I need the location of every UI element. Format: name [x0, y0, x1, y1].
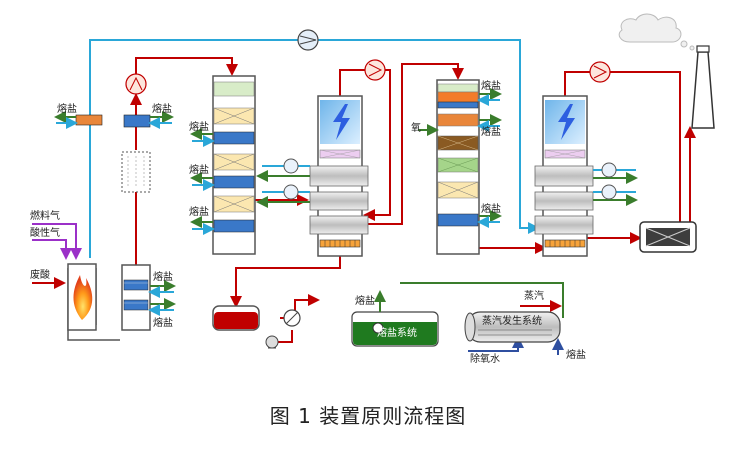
waste-acid-label: 废酸 [30, 268, 50, 281]
compressor-icon [297, 29, 319, 51]
converter-column-1 [212, 75, 256, 255]
salt-system-label: 熔盐系统 [377, 326, 417, 339]
salt-exchanger-waste [75, 114, 103, 126]
air-blower-arrows-1 [256, 165, 310, 208]
salt-label: 熔盐 [481, 79, 501, 92]
compressor-icon [364, 59, 386, 81]
salt-flow-arrows-col1 [190, 128, 215, 235]
converter-column-2 [436, 79, 480, 255]
chimney-icon [691, 45, 715, 129]
blower-icon [283, 158, 299, 174]
incinerator-furnace [67, 263, 120, 341]
pump-icon [372, 322, 384, 334]
deaerated-water-label: 除氧水 [470, 352, 500, 365]
salt-label: 熔盐 [189, 163, 209, 176]
condenser-2 [534, 95, 594, 257]
oxygen-label: 氧 [411, 121, 421, 134]
steam-gen-label: 蒸汽发生系统 [482, 314, 542, 327]
blower-icon [601, 162, 617, 178]
steam-generator [464, 311, 561, 343]
blower-icon [283, 184, 299, 200]
condenser-1 [309, 95, 369, 257]
salt-flow-arrows-col2 [418, 88, 502, 228]
salt-system-tank [351, 311, 439, 347]
salt-label: 熔盐 [189, 205, 209, 218]
valve-icon [283, 309, 301, 327]
final-filter [639, 221, 697, 253]
compressor-icon [125, 73, 147, 95]
salt-label: 熔盐 [57, 102, 77, 115]
flame-icon [73, 275, 93, 320]
air-blower-arrows-2 [593, 169, 638, 206]
compressor-icon [589, 61, 611, 83]
blower-icon [601, 184, 617, 200]
salt-label: 熔盐 [355, 294, 375, 307]
salt-label: 熔盐 [153, 270, 173, 283]
salt-label: 熔盐 [189, 120, 209, 133]
filter-vessel [121, 151, 151, 193]
cloud-icon [618, 13, 695, 51]
acid-storage-vessel [212, 305, 260, 331]
steam-label: 蒸汽 [524, 289, 544, 302]
lightning-icon [558, 104, 575, 140]
feed-lines [32, 223, 564, 355]
fuel-gas-label: 燃料气 [30, 209, 60, 222]
salt-exchanger-left [123, 114, 151, 128]
salt-label: 熔盐 [481, 202, 501, 215]
waste-heat-column [121, 264, 151, 331]
salt-label: 熔盐 [153, 316, 173, 329]
acid-gas-label: 酸性气 [30, 226, 60, 239]
salt-label: 熔盐 [566, 348, 586, 361]
figure-caption: 图 1 装置原则流程图 [269, 404, 467, 428]
pump-icon [265, 335, 279, 349]
lightning-icon [333, 104, 350, 140]
salt-flow-arrows-left [54, 111, 176, 316]
salt-label: 熔盐 [152, 102, 172, 115]
process-pipelines [130, 57, 696, 343]
gas-pipelines [89, 39, 540, 258]
salt-label: 熔盐 [481, 125, 501, 138]
